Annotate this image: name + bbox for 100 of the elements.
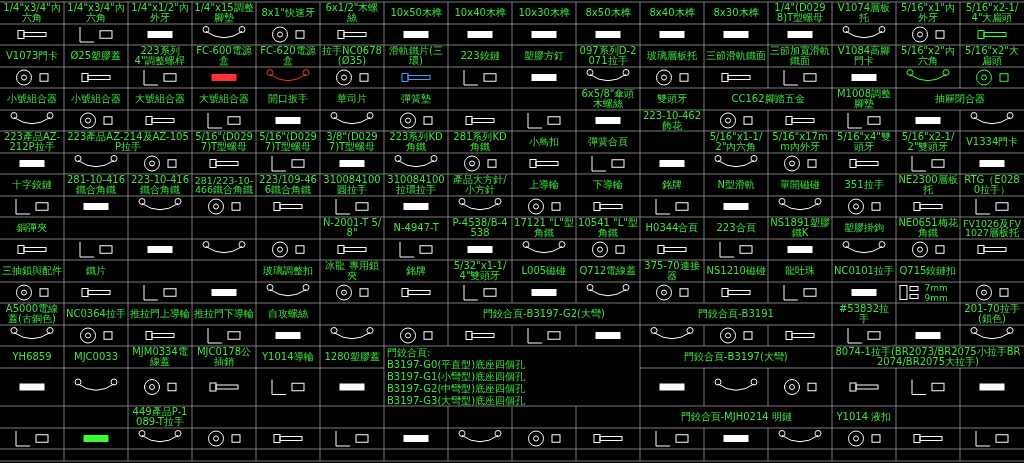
part-label: 三抽鎖與配件 (2, 266, 62, 276)
part-label: MJC0178公插銷 (196, 347, 252, 367)
part-label: 5/16"x4"雙頭牙 (836, 132, 892, 152)
part-label: B3197-G2(中彎型)底座四個孔 (387, 384, 526, 394)
part-label: 小號組合器 (7, 94, 57, 104)
part-label: Ø25塑膠蓋 (70, 51, 122, 61)
part-label: 門鉸合頁-B3197(大彎) (684, 352, 788, 362)
part-label: 推拉門上導輪 (130, 309, 190, 319)
part-label: 5/16"x1"內外牙 (900, 3, 956, 23)
part-label: L005磁碰 (521, 266, 567, 276)
part-label: 滑軌鐵片(三環) (388, 46, 444, 66)
part-label: 1/4"x1/2"內外牙 (130, 3, 190, 23)
part-label: V1084高腳門卡 (836, 46, 892, 66)
part-label: 塑膠方釘 (524, 51, 564, 61)
part-label: 雙頭牙 (657, 94, 687, 104)
part-label: 5/16"x2-1/4"大扁頭 (964, 3, 1020, 23)
part-label: N型滑軌 (717, 180, 755, 190)
part-label: 8x50木榫 (585, 8, 631, 18)
part-label: B3197-G0(平直型)底座四個孔 (387, 360, 526, 370)
part-label: V1074層板托 (836, 3, 892, 23)
part-label: 8074-1拉手(BR2073/BR2075小拉手BR2074/BR2075大拉手) (834, 347, 1022, 367)
part-label: 6x1/2"木螺絲 (324, 3, 380, 23)
part-label: 6x5/8"傘頭木螺絲 (580, 89, 636, 109)
part-label: 鐵片 (86, 266, 106, 276)
part-label: FC-620電源盒 (259, 46, 317, 66)
part-label: NE2300層板托 (898, 175, 958, 195)
part-label: NS1891塑膠鐵K (770, 218, 830, 238)
part-label: 1/4"x15調整腳墊 (194, 3, 254, 23)
part-label: 223合頁 (716, 223, 756, 233)
part-label: 10541 "L"型角鐵 (578, 218, 638, 238)
part-label: 3/8"(D0297)T型螺母 (325, 132, 379, 152)
part-label: 5/16"(D0297)T型螺母 (194, 132, 254, 152)
part-label: NC0364拉手 (66, 309, 126, 319)
part-label: FC-600電源盒 (195, 46, 253, 66)
part-label: P-4538/B-4538 (451, 218, 509, 238)
part-label: Q712電線蓋 (579, 266, 637, 276)
part-label: MJC0033 (74, 352, 118, 362)
part-label: YH6859 (12, 352, 52, 362)
part-label: 351拉手 (844, 180, 884, 190)
part-label: RTG（E0280拉手） (963, 175, 1021, 195)
part-label: 拉手NC0678(Ø35) (322, 46, 382, 66)
part-label: 8x40木榫 (649, 8, 695, 18)
part-label: 10x30木榫 (518, 8, 570, 18)
part-label: 281系列KD角鐵 (452, 132, 508, 152)
part-label: 1/4"x3/4"內六角 (2, 3, 62, 23)
part-label: NS1210磁碰 (706, 266, 766, 276)
part-label: Y1014 液扣 (836, 412, 892, 422)
part-label: 5/16"x2"內六角 (900, 46, 956, 66)
part-label: 1280塑膠蓋 (324, 352, 380, 362)
part-label: 門鉸合頁-B3197-G2(大彎) (483, 309, 605, 319)
part-label: 玻璃調整扣 (263, 266, 313, 276)
part-label: M1008調整腳墊 (835, 89, 893, 109)
part-label: 223產品AZ-214及AZ-105P拉手 (66, 132, 190, 152)
part-label: 產品大方針/小方針 (452, 175, 508, 195)
part-label: H0344合頁 (645, 223, 699, 233)
part-label: 塑膠掛鉤 (844, 223, 884, 233)
part-label: 銘牌 (662, 180, 682, 190)
part-label: 223系列KD角鐵 (388, 132, 444, 152)
part-label: NE0651梅花角鐵 (898, 218, 958, 238)
part-label: B3197-G3(大彎型)底座四個孔 (387, 396, 526, 406)
part-label: 大號組合器 (135, 94, 185, 104)
part-label: 223鉸鏈 (460, 51, 500, 61)
part-label: Q715鉸鏈扣 (899, 266, 957, 276)
part-label: 小號組合器 (71, 94, 121, 104)
part-label: 抽屜閉合器 (935, 94, 985, 104)
part-label: 彈簧墊 (401, 94, 431, 104)
part-label: 223/109-466鐵合角鐵 (258, 175, 318, 195)
part-label: 上導輪 (529, 180, 559, 190)
part-label: 10x50木榫 (390, 8, 442, 18)
part-label: 8x1"快速牙 (261, 8, 315, 18)
part-label: 9mm (924, 293, 948, 303)
part-label: NC0101拉手 (834, 266, 894, 276)
part-label: 5/16"x2-1/2"雙頭牙 (900, 132, 956, 152)
part-label: 1/4"x3/4"內六角 (66, 3, 126, 23)
part-label: 大號組合器 (199, 94, 249, 104)
part-label: 375-70連接器 (643, 261, 701, 281)
part-label: 223-10-462飾花 (642, 110, 702, 131)
part-label: N-2001-T 5/8" (322, 218, 382, 238)
part-label: 單開磁碰 (780, 180, 820, 190)
part-label: 8x30木榫 (713, 8, 759, 18)
part-label: 三節加寬滑軌鐵面 (770, 46, 830, 66)
part-label: 10x40木榫 (454, 8, 506, 18)
part-label: 銅彈夾 (17, 223, 47, 233)
part-label: 華司片 (337, 94, 367, 104)
part-label: 223系列4"調整螺桿 (133, 46, 187, 66)
part-label: 玻璃層板托 (647, 51, 697, 61)
part-label: 門鉸合頁-MJH0214 明鏈 (680, 412, 792, 422)
part-label: MJM0334電線蓋 (131, 347, 189, 367)
part-label: 推拉門下導輪 (194, 309, 254, 319)
part-label: 門鉸合頁-B3191 (698, 309, 774, 319)
part-label: 5/16"x2"大扁頭 (964, 46, 1020, 66)
part-label: 龍吐珠 (785, 266, 815, 276)
part-label: 門鉸合頁: (387, 348, 431, 358)
part-label: 1/4"(D0298)T型螺母 (773, 3, 827, 23)
part-label: 自攻螺絲 (268, 309, 308, 319)
part-label: 7mm (924, 283, 948, 293)
part-label: 17121 "L"型角鐵 (514, 218, 574, 238)
part-label: V1073門卡 (6, 51, 59, 61)
part-label: 5/32"x1-1/4"雙頭牙 (452, 261, 508, 281)
part-label: #53832拉手 (837, 304, 891, 324)
